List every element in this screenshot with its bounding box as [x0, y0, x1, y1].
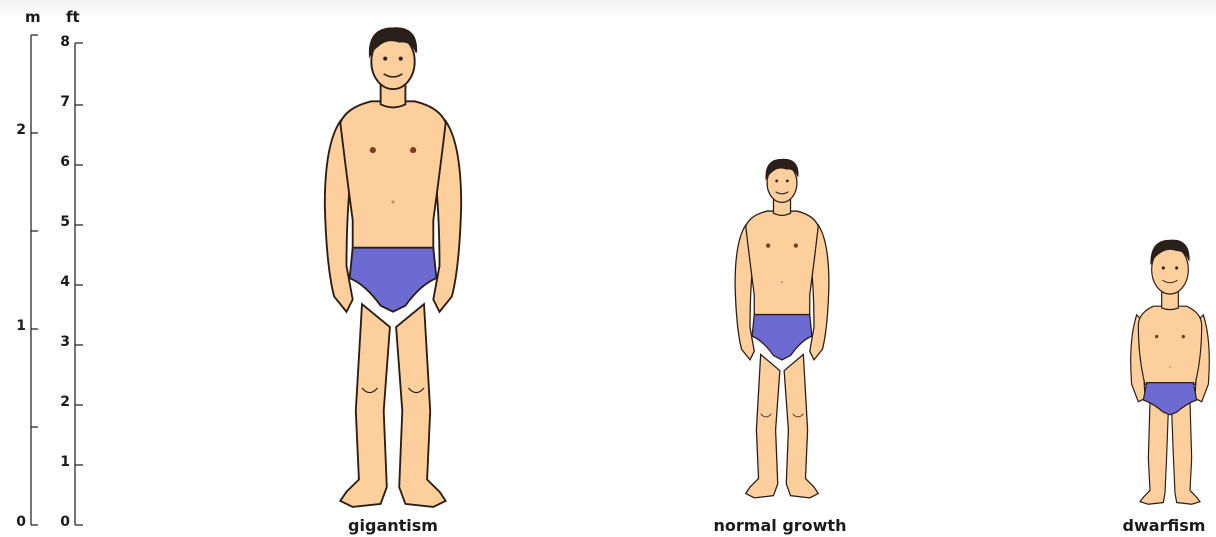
normal-growth-figure [735, 159, 829, 498]
gigantism-figure [325, 28, 461, 507]
dwarfism-figure [1131, 240, 1210, 504]
meter-axis [31, 35, 38, 525]
normal-growth-label: normal growth [690, 516, 870, 535]
feet-axis [75, 43, 83, 525]
gigantism-label: gigantism [333, 516, 453, 535]
dwarfism-label: dwarfism [1112, 516, 1216, 535]
